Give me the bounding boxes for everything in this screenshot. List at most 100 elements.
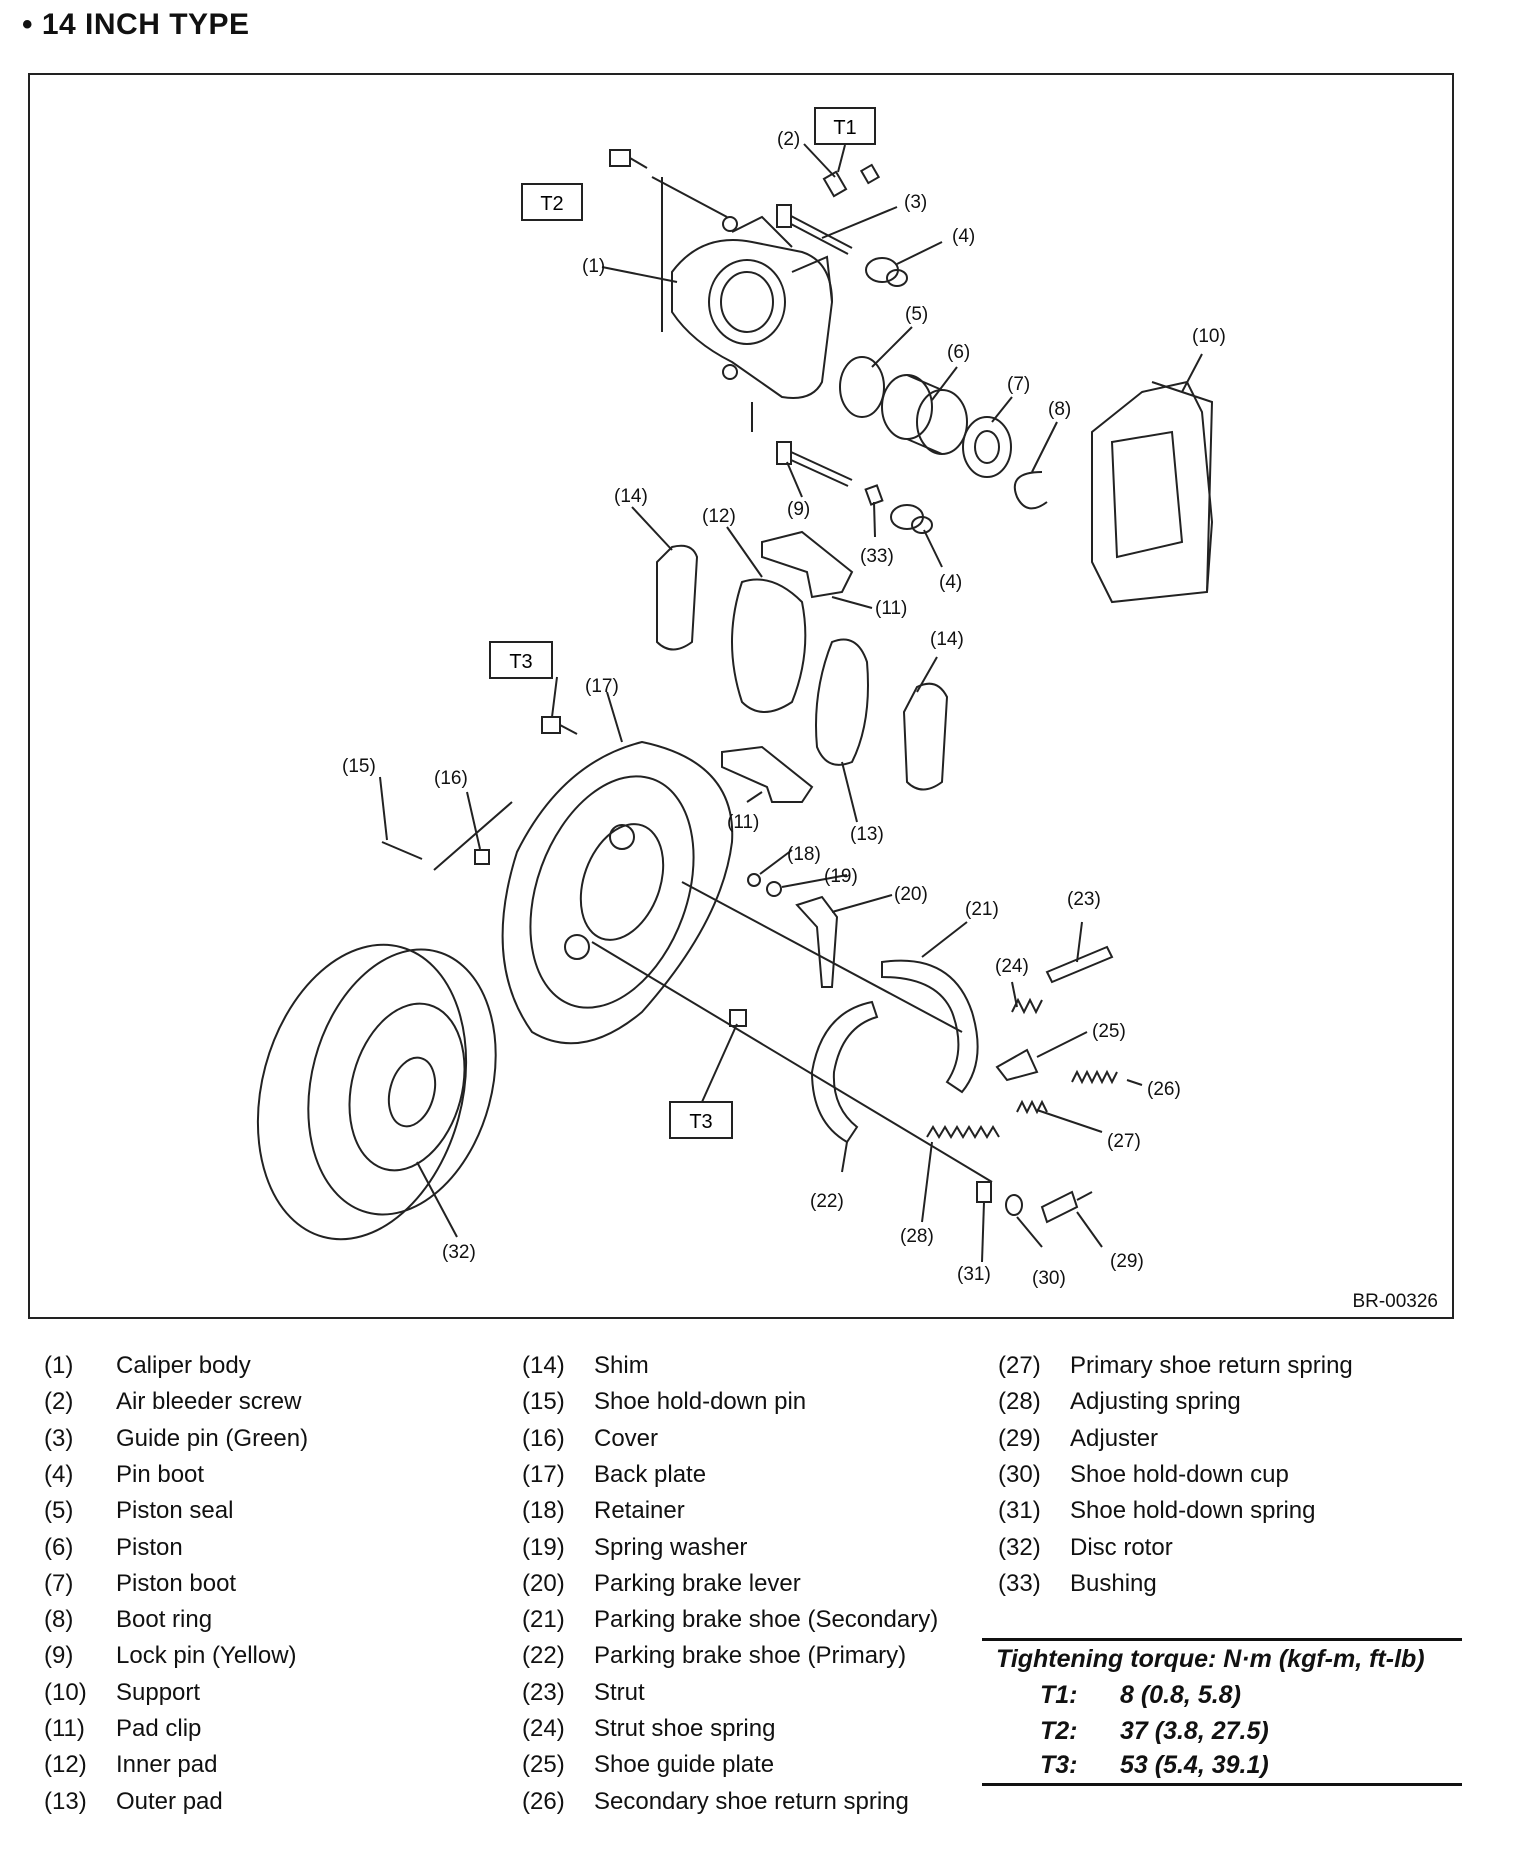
callout-26: (26) (1147, 1079, 1181, 1100)
callout-30: (30) (1032, 1268, 1066, 1289)
legend-name: Parking brake shoe (Primary) (594, 1642, 907, 1670)
boot-ring-part (1013, 471, 1048, 510)
air-bleeder-screw-part (822, 163, 881, 198)
legend-number: (9) (44, 1642, 74, 1670)
legend-name: Shoe hold-down pin (594, 1388, 807, 1416)
legend-number: (2) (44, 1388, 74, 1416)
legend-number: (31) (998, 1497, 1041, 1525)
shoe-hold-down-pin-part (381, 841, 423, 860)
torque-tag-t2: T2 (540, 193, 563, 215)
support-part (1091, 380, 1214, 604)
diagram-frame: T1 T2 T3 T3 (1) (2) (3) (4) (4) (5) (6) … (28, 73, 1454, 1319)
legend-number: (22) (522, 1642, 565, 1670)
legend-number: (26) (522, 1787, 565, 1815)
legend-number: (32) (998, 1533, 1041, 1561)
callout-7: (7) (1007, 374, 1030, 395)
page-title: • 14 INCH TYPE (22, 8, 250, 41)
legend-name: Strut shoe spring (594, 1715, 776, 1742)
caliper-bolt-part (609, 149, 648, 169)
piston-boot-part (962, 416, 1012, 478)
shoe-hold-down-spring-part (976, 1181, 992, 1203)
torque-value: 53 (5.4, 39.1) (1120, 1751, 1269, 1779)
legend-number: (20) (522, 1569, 565, 1597)
lower-bolt-part (729, 1009, 747, 1027)
cover-part (474, 849, 490, 865)
torque-table: Tightening torque: N·m (kgf-m, ft-lb) T1… (982, 1638, 1462, 1786)
callout-32: (32) (442, 1242, 476, 1263)
legend-number: (16) (522, 1424, 565, 1452)
legend-name: Cover (594, 1424, 659, 1452)
torque-key: T2: (1040, 1717, 1078, 1745)
legend-name: Spring washer (594, 1533, 748, 1561)
adjuster-part (1040, 1190, 1093, 1224)
callout-24: (24) (995, 956, 1029, 977)
guide-pin-part (776, 204, 853, 255)
legend-number: (33) (998, 1569, 1041, 1597)
callout-29: (29) (1110, 1251, 1144, 1272)
legend-number: (13) (44, 1787, 87, 1815)
legend-name: Secondary shoe return spring (594, 1787, 909, 1815)
lock-pin-part (776, 441, 853, 487)
shim-right-part (902, 682, 949, 791)
legend-name: Shim (594, 1352, 649, 1379)
callout-20: (20) (894, 884, 928, 905)
legend-name: Bushing (1070, 1569, 1157, 1597)
callout-4-upper: (4) (952, 226, 975, 247)
legend-name: Shoe guide plate (594, 1751, 775, 1779)
legend-name: Primary shoe return spring (1070, 1352, 1353, 1379)
legend-name: Adjuster (1070, 1424, 1159, 1452)
callout-14-right: (14) (930, 629, 964, 650)
spring-washer-part (766, 881, 782, 897)
exploded-brake-diagram: T1 T2 T3 T3 (1) (2) (3) (4) (4) (5) (6) … (256, 107, 1438, 1312)
torque-value: 37 (3.8, 27.5) (1120, 1717, 1269, 1745)
legend-number: (10) (44, 1678, 87, 1706)
legend-name: Piston (116, 1533, 183, 1561)
callout-21: (21) (965, 899, 999, 920)
callout-22: (22) (810, 1191, 844, 1212)
legend-number: (3) (44, 1424, 74, 1452)
legend-name: Inner pad (116, 1751, 218, 1779)
callout-33: (33) (860, 546, 894, 567)
disc-rotor-part (256, 943, 497, 1241)
callout-5: (5) (905, 304, 928, 325)
shim-left-part (656, 544, 699, 651)
legend-number: (18) (522, 1497, 565, 1525)
torque-tag-t3-upper: T3 (509, 651, 532, 673)
secondary-return-spring-part (1071, 1069, 1118, 1085)
piston-part (881, 374, 968, 455)
callout-12: (12) (702, 506, 736, 527)
legend-number: (21) (522, 1606, 565, 1634)
legend-name: Strut (594, 1678, 645, 1706)
parking-brake-lever-part (795, 895, 839, 988)
legend-number: (17) (522, 1460, 565, 1488)
legend-number: (14) (522, 1352, 565, 1379)
callout-11-lower: (11) (727, 812, 759, 833)
legend-number: (23) (522, 1678, 565, 1706)
callout-10: (10) (1192, 326, 1226, 347)
legend-name: Guide pin (Green) (116, 1424, 309, 1452)
callout-4-lower: (4) (939, 572, 962, 593)
callout-11-upper: (11) (875, 598, 907, 619)
legend-number: (29) (998, 1424, 1041, 1452)
outer-pad-part (815, 638, 869, 766)
legend-number: (19) (522, 1533, 565, 1561)
legend-number: (25) (522, 1751, 565, 1779)
legend-number: (6) (44, 1533, 74, 1561)
legend-name: Pin boot (116, 1460, 205, 1488)
callout-14-left: (14) (614, 486, 648, 507)
legend-name: Shoe hold-down spring (1070, 1497, 1316, 1525)
legend-number: (4) (44, 1460, 74, 1488)
callout-8: (8) (1048, 399, 1071, 420)
torque-key: T3: (1040, 1751, 1078, 1779)
legend-number: (5) (44, 1497, 74, 1525)
callout-23: (23) (1067, 889, 1101, 910)
strut-part (1045, 945, 1114, 984)
legend-number: (28) (998, 1388, 1041, 1416)
callout-1: (1) (582, 256, 605, 277)
callout-2: (2) (777, 129, 800, 150)
callout-27: (27) (1107, 1131, 1141, 1152)
adjusting-spring-part (926, 1125, 1000, 1139)
legend-name: Lock pin (Yellow) (116, 1642, 297, 1670)
legend-name: Outer pad (116, 1787, 223, 1815)
legend-name: Pad clip (116, 1715, 202, 1742)
